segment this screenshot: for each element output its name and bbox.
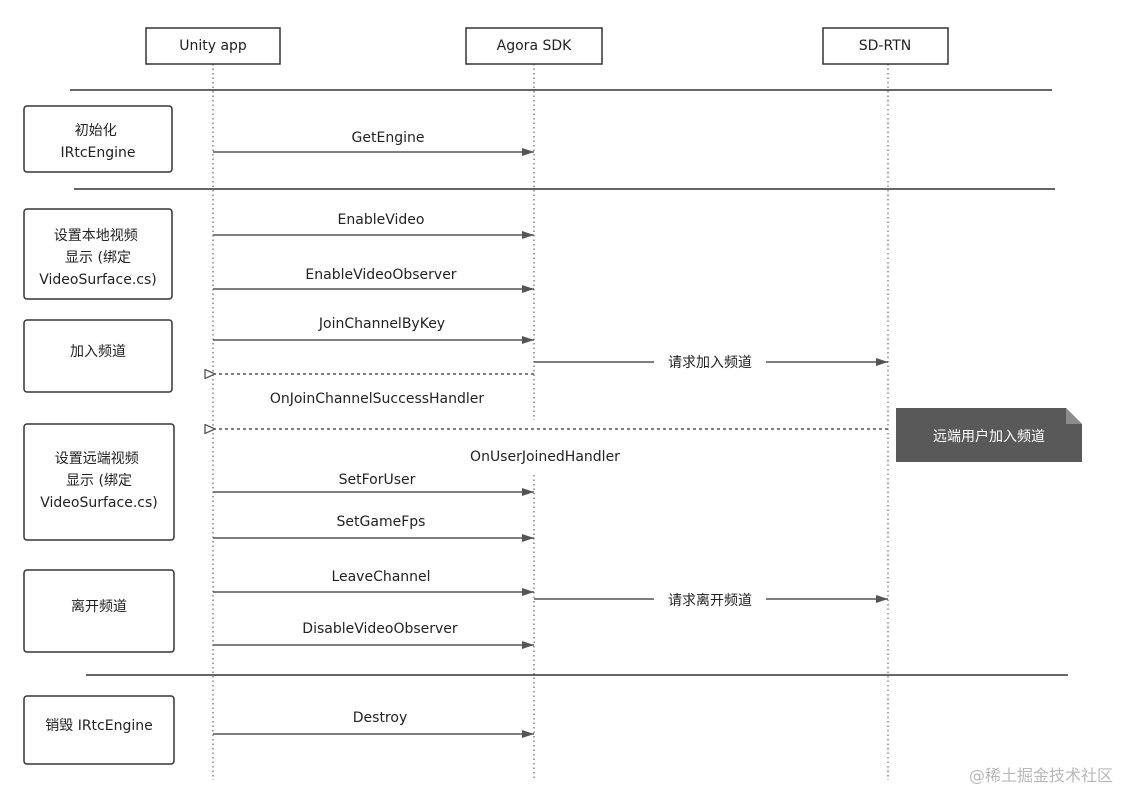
message-request-leave: 请求离开频道 — [534, 589, 888, 609]
actor-agora-sdk: Agora SDK — [465, 27, 603, 65]
actor-unity-app-label: Unity app — [179, 38, 247, 54]
message-disable-video-observer: DisableVideoObserver — [213, 621, 534, 649]
step-join-channel: 加入频道 — [23, 319, 173, 393]
step-destroy-engine: 销毁 IRtcEngine — [23, 695, 175, 765]
message-on-join-channel-success-label: OnJoinChannelSuccessHandler — [270, 391, 485, 407]
message-enable-video: EnableVideo — [213, 212, 534, 239]
message-enable-video-observer-label: EnableVideoObserver — [305, 267, 456, 283]
step-label-line: VideoSurface.cs) — [39, 272, 156, 288]
watermark: @稀土掘金技术社区 — [969, 766, 1113, 785]
step-leave-channel-label: 离开频道 — [71, 598, 127, 615]
step-label-line: 显示 (绑定 — [66, 473, 132, 489]
message-request-join-label: 请求加入频道 — [668, 355, 752, 371]
message-set-for-user-label: SetForUser — [339, 472, 416, 488]
message-set-for-user: SetForUser — [213, 472, 534, 496]
note-remote-user-joined-label: 远端用户加入频道 — [933, 428, 1045, 445]
actor-unity-app: Unity app — [145, 27, 281, 65]
message-get-engine: GetEngine — [213, 130, 534, 156]
note-remote-user-joined: 远端用户加入频道 — [896, 408, 1082, 462]
actor-sd-rtn-label: SD-RTN — [859, 38, 911, 54]
message-destroy: Destroy — [213, 710, 534, 738]
actor-agora-sdk-label: Agora SDK — [497, 38, 572, 54]
message-set-game-fps-label: SetGameFps — [337, 514, 426, 530]
message-on-user-joined-label: OnUserJoinedHandler — [470, 449, 620, 465]
note-fold-corner — [1066, 408, 1082, 424]
message-join-channel-by-key: JoinChannelByKey — [213, 316, 534, 344]
message-get-engine-label: GetEngine — [352, 130, 425, 146]
message-request-join: 请求加入频道 — [534, 352, 888, 372]
message-enable-video-observer: EnableVideoObserver — [213, 267, 534, 293]
message-disable-video-observer-label: DisableVideoObserver — [302, 621, 458, 637]
message-leave-channel-label: LeaveChannel — [331, 569, 430, 585]
message-leave-channel: LeaveChannel — [213, 569, 534, 596]
message-join-channel-by-key-label: JoinChannelByKey — [318, 316, 445, 332]
message-destroy-label: Destroy — [353, 710, 407, 726]
actor-sd-rtn: SD-RTN — [822, 27, 949, 65]
message-request-leave-label-bg — [654, 589, 766, 609]
step-label-line: 显示 (绑定 — [65, 250, 131, 266]
step-label-line: IRtcEngine — [60, 145, 135, 161]
note-remote-user-joined-box — [896, 408, 1082, 462]
message-set-game-fps: SetGameFps — [213, 514, 534, 542]
step-destroy-engine-label: 销毁 IRtcEngine — [45, 718, 152, 734]
message-on-join-channel-success: OnJoinChannelSuccessHandler — [215, 391, 888, 429]
message-request-leave-label: 请求离开频道 — [668, 592, 752, 609]
message-on-user-joined: OnUserJoinedHandler — [470, 449, 620, 465]
message-request-join-label-bg — [654, 352, 766, 372]
step-leave-channel: 离开频道 — [23, 569, 175, 653]
step-join-channel-label: 加入频道 — [70, 344, 126, 360]
step-init-engine-label: 初始化 IRtcEngine — [60, 122, 135, 161]
step-init-engine: 初始化 IRtcEngine — [23, 105, 173, 173]
step-label-line: VideoSurface.cs) — [40, 495, 157, 511]
message-enable-video-label: EnableVideo — [338, 212, 425, 228]
